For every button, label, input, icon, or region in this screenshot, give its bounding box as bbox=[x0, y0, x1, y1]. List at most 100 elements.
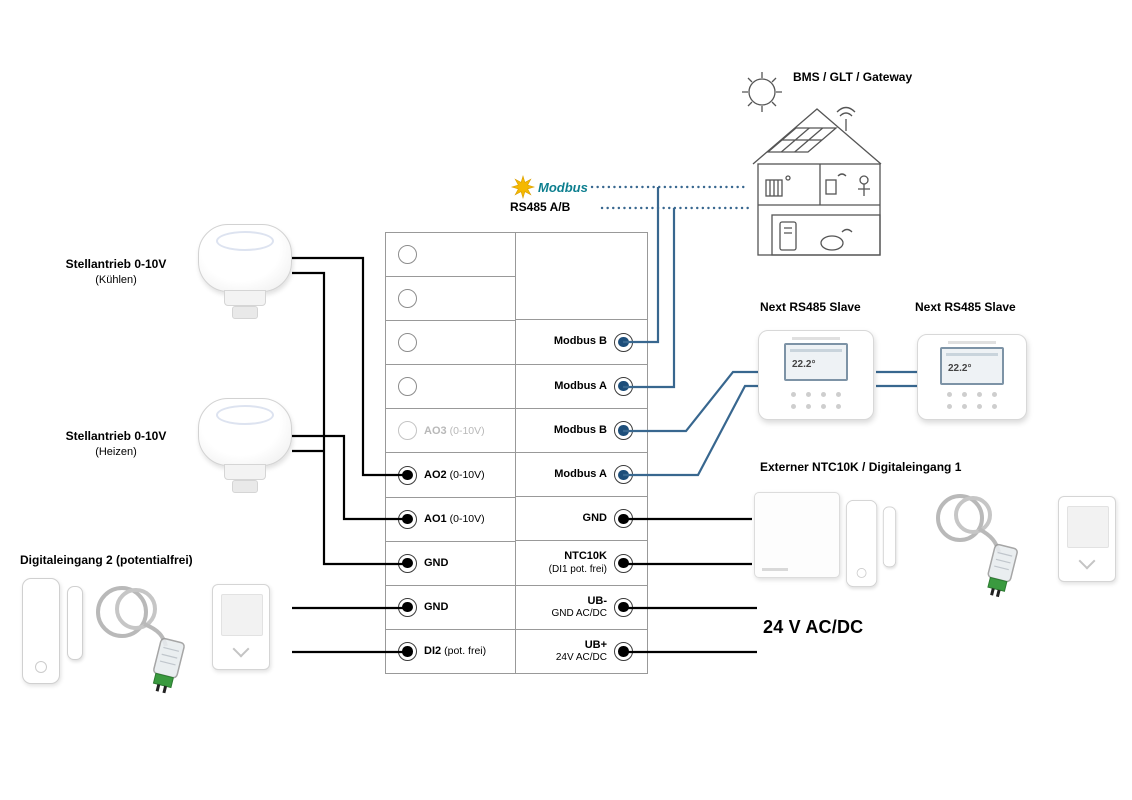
terminal-column-right: Modbus B Modbus A Modbus B Modbus A GND … bbox=[516, 233, 647, 673]
rs485-label: RS485 A/B bbox=[510, 200, 571, 214]
wifi-antenna-icon bbox=[836, 106, 856, 131]
actuator-cooling-label-line1: Stellantrieb 0-10V bbox=[65, 257, 167, 271]
ntc10k-wall-sensor bbox=[754, 492, 840, 578]
actuator-collar bbox=[224, 464, 266, 480]
device-display: 22.2° bbox=[940, 347, 1004, 385]
radiator-icon bbox=[765, 175, 791, 197]
external-ntc-label: Externer NTC10K / Digitaleingang 1 bbox=[760, 460, 962, 474]
terminal-ub-minus: UB-GND AC/DC bbox=[516, 586, 647, 630]
cable-coil-icon bbox=[96, 586, 148, 638]
terminal-label: Modbus B bbox=[553, 423, 607, 436]
terminal-unused-1 bbox=[386, 233, 515, 278]
terminal-ao2: AO2(0-10V) bbox=[386, 453, 515, 498]
terminal-dot-icon bbox=[614, 597, 633, 617]
terminal-label: AO3 bbox=[424, 424, 447, 437]
actuator-cooling-label-line2: (Kühlen) bbox=[95, 273, 137, 286]
terminal-sublabel: (DI1 pot. frei) bbox=[548, 563, 607, 575]
terminal-label: UB+ bbox=[584, 638, 607, 651]
terminal-modbus-b-slave: Modbus B bbox=[516, 409, 647, 454]
terminal-ao1: AO1(0-10V) bbox=[386, 498, 515, 542]
display-temperature: 22.2° bbox=[792, 359, 816, 370]
actuator-led-ring bbox=[216, 231, 274, 251]
terminal-circle-icon bbox=[398, 377, 417, 397]
terminal-unused-2 bbox=[386, 277, 515, 322]
terminal-block: AO3(0-10V) AO2(0-10V) AO1(0-10V) GND GND… bbox=[385, 232, 648, 674]
next-slave-1-label: Next RS485 Slave bbox=[760, 300, 861, 314]
wifi-arc-icon bbox=[837, 173, 847, 177]
terminal-dot-icon bbox=[614, 509, 633, 529]
sensor-connector bbox=[152, 637, 185, 694]
terminal-dot-icon bbox=[398, 509, 417, 529]
terminal-label: Modbus A bbox=[554, 379, 607, 392]
keycard-slot bbox=[221, 594, 263, 636]
heating-actuator-device bbox=[198, 398, 298, 498]
terminal-circle-icon bbox=[398, 333, 417, 353]
green-terminal-icon bbox=[152, 672, 174, 689]
door-contact-body bbox=[846, 500, 878, 587]
terminal-modbus-a-bus: Modbus A bbox=[516, 365, 647, 409]
terminal-sublabel: (pot. frei) bbox=[444, 645, 487, 658]
rs485-slave-device-1: 22.2° bbox=[758, 330, 874, 420]
next-slave-2-label: Next RS485 Slave bbox=[915, 300, 1016, 314]
terminal-dot-icon bbox=[614, 641, 633, 661]
terminal-unused-4 bbox=[386, 365, 515, 410]
terminal-label: GND bbox=[424, 557, 449, 570]
terminal-gnd-2: GND bbox=[386, 586, 515, 630]
display-temperature: 22.2° bbox=[948, 363, 972, 374]
device-display: 22.2° bbox=[784, 343, 848, 381]
device-brand-text bbox=[948, 341, 996, 344]
house-roof bbox=[752, 108, 882, 165]
terminal-circle-icon bbox=[398, 421, 417, 441]
door-contact-sensor-left bbox=[22, 578, 106, 688]
house-basement-room bbox=[771, 214, 881, 256]
boiler-icon bbox=[779, 221, 797, 251]
terminal-circle-icon bbox=[398, 245, 417, 265]
terminal-label: NTC10K bbox=[564, 550, 607, 563]
door-contact-magnet bbox=[67, 586, 83, 660]
door-contact-sensor-right bbox=[846, 500, 915, 590]
touch-button-row bbox=[947, 392, 997, 397]
terminal-sublabel: (0-10V) bbox=[449, 513, 485, 526]
chevron-down-icon bbox=[1078, 552, 1096, 570]
cable-coil-icon bbox=[115, 588, 157, 630]
terminal-unused-3 bbox=[386, 321, 515, 366]
cable-sensor-right bbox=[936, 494, 1018, 598]
door-contact-magnet bbox=[882, 506, 897, 568]
terminal-ntc10k: NTC10K(DI1 pot. frei) bbox=[516, 541, 647, 586]
touch-button-row bbox=[791, 392, 841, 397]
terminal-label: GND bbox=[424, 601, 449, 614]
actuator-heating-label: Stellantrieb 0-10V (Heizen) bbox=[50, 428, 182, 460]
thermostat-panel-icon bbox=[825, 173, 847, 195]
terminal-sublabel: 24V AC/DC bbox=[555, 652, 607, 664]
keycard-holder-left bbox=[212, 584, 270, 670]
terminal-ub-plus: UB+24V AC/DC bbox=[516, 630, 647, 673]
bms-house-illustration bbox=[742, 72, 882, 256]
sensor-connector bbox=[987, 543, 1018, 598]
sensor-pod-icon bbox=[820, 228, 853, 251]
terminal-di2: DI2(pot. frei) bbox=[386, 630, 515, 673]
terminal-dot-icon bbox=[614, 553, 633, 573]
person-icon bbox=[858, 175, 870, 196]
wire-group-modbus-dotted bbox=[590, 185, 750, 210]
terminal-modbus-a-slave: Modbus A bbox=[516, 453, 647, 498]
terminal-gnd-1: GND bbox=[386, 542, 515, 586]
terminal-label: UB- bbox=[587, 594, 607, 607]
actuator-heating-label-line2: (Heizen) bbox=[95, 445, 137, 458]
solar-panel-icon bbox=[766, 127, 838, 153]
terminal-sublabel: (0-10V) bbox=[449, 424, 485, 437]
terminal-dot-icon bbox=[398, 553, 417, 573]
modbus-logo-label: Modbus bbox=[538, 180, 588, 195]
terminal-label: AO1 bbox=[424, 513, 447, 526]
actuator-collar bbox=[224, 290, 266, 306]
door-contact-body bbox=[22, 578, 60, 684]
rs485-slave-device-2: 22.2° bbox=[917, 334, 1027, 420]
cable-coil-icon bbox=[954, 496, 992, 534]
house-body bbox=[757, 163, 881, 256]
terminal-ao3: AO3(0-10V) bbox=[386, 409, 515, 454]
actuator-valve-adapter bbox=[232, 480, 258, 493]
terminal-circle-icon bbox=[398, 289, 417, 309]
terminal-modbus-b-bus: Modbus B bbox=[516, 320, 647, 365]
terminal-label: Modbus A bbox=[554, 468, 607, 481]
terminal-column-left: AO3(0-10V) AO2(0-10V) AO1(0-10V) GND GND… bbox=[386, 233, 516, 673]
terminal-gnd-right: GND bbox=[516, 497, 647, 542]
